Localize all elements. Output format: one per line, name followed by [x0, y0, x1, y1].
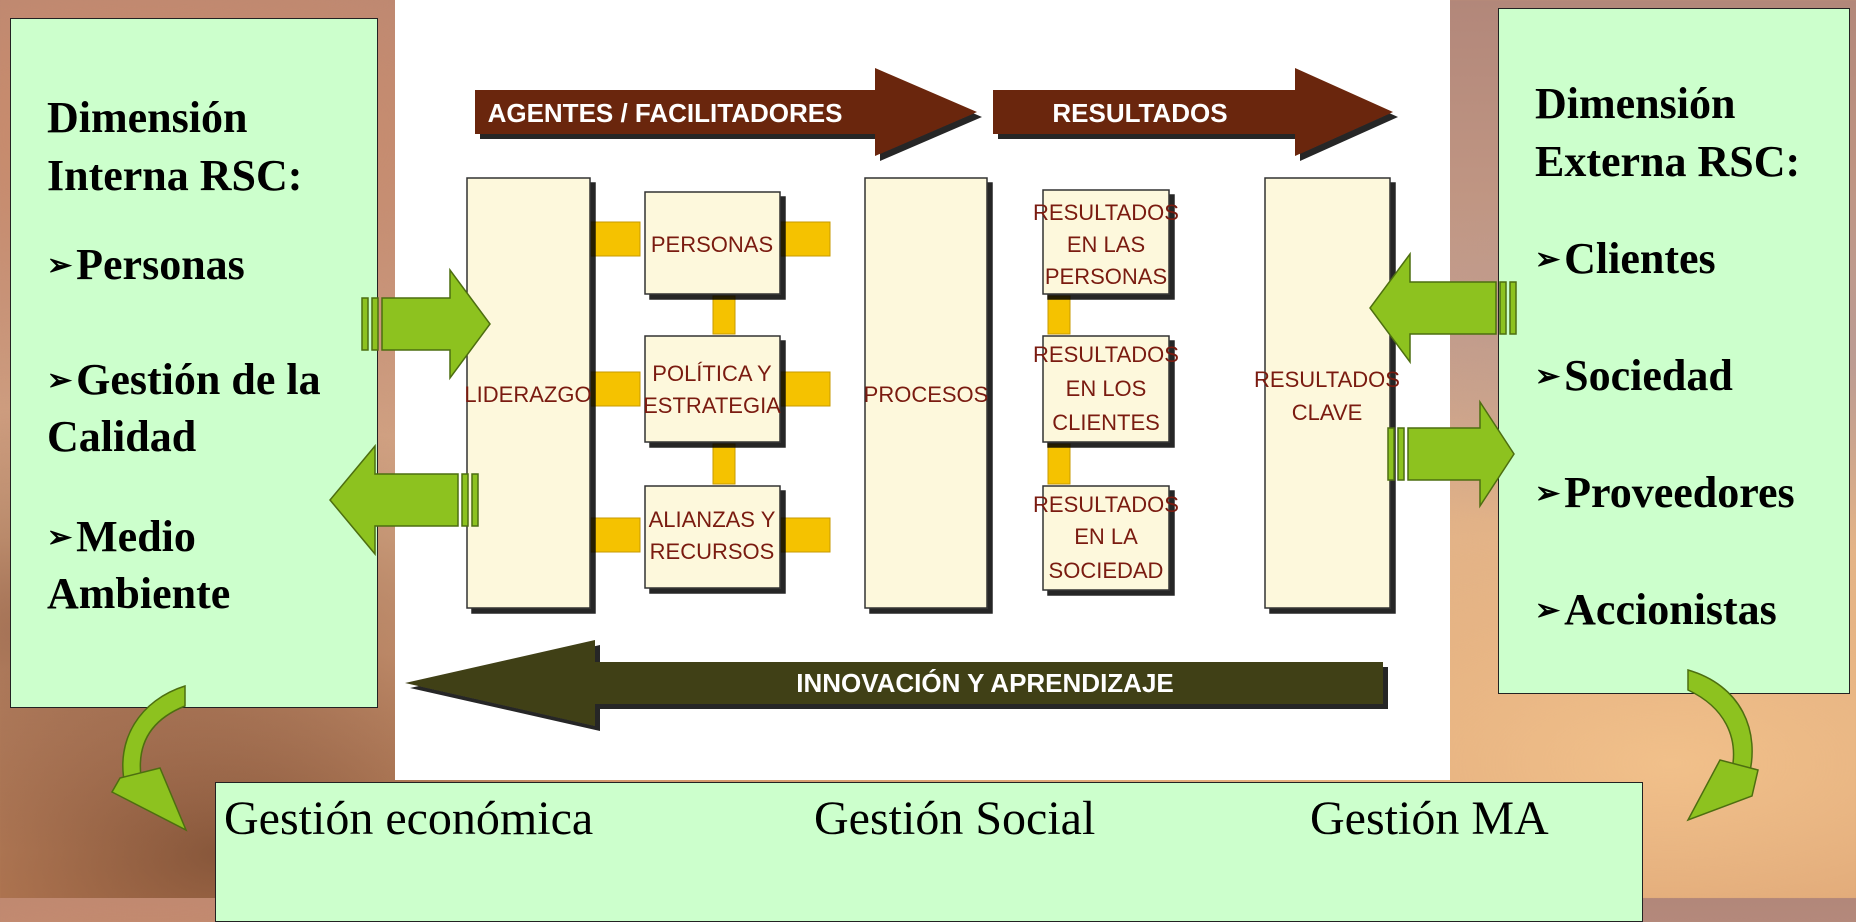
- arrow-bullet-icon: ➢: [1535, 243, 1561, 276]
- society-results-label-line1: RESULTADOS: [1033, 492, 1179, 517]
- list-item-label: Sociedad: [1564, 351, 1733, 400]
- people-results-label-line2: EN LAS: [1067, 232, 1145, 257]
- efqm-diagram-svg: AGENTES / FACILITADORES RESULTADOS: [405, 68, 1400, 726]
- boxes: [466, 177, 1391, 609]
- list-item-label: Accionistas: [1564, 585, 1777, 634]
- connector: [1047, 295, 1071, 335]
- processes-label: PROCESOS: [864, 382, 989, 407]
- alliances-label-line2: RECURSOS: [650, 539, 775, 564]
- list-item: ➢Proveedores: [1535, 465, 1849, 522]
- innovation-arrow-label: INNOVACIÓN Y APRENDIZAJE: [796, 668, 1174, 698]
- connector: [779, 221, 831, 257]
- policy-box: [644, 335, 781, 443]
- list-item-label: Medio: [76, 512, 196, 561]
- connector: [779, 517, 831, 553]
- connector: [1047, 443, 1071, 485]
- policy-label-line2: ESTRATEGIA: [643, 393, 781, 418]
- enablers-arrow-shape: [475, 68, 977, 156]
- arrow-bullet-icon: ➢: [1535, 360, 1561, 393]
- list-item: ➢Sociedad: [1535, 348, 1849, 405]
- enablers-arrow: AGENTES / FACILITADORES: [475, 68, 977, 156]
- arrow-bullet-icon: ➢: [47, 249, 73, 282]
- internal-title-line1: Dimensión: [47, 93, 248, 142]
- key-results-label-line1: RESULTADOS: [1254, 367, 1400, 392]
- connector: [712, 443, 736, 485]
- connector: [589, 517, 641, 553]
- internal-title-line2: Interna RSC:: [47, 151, 303, 200]
- connector: [779, 371, 831, 407]
- internal-dimension-panel: Dimensión Interna RSC: ➢Personas ➢Gestió…: [10, 18, 378, 708]
- results-arrow-label: RESULTADOS: [1052, 98, 1227, 128]
- list-item-label: Clientes: [1564, 234, 1716, 283]
- customer-results-label-line2: EN LOS: [1066, 376, 1147, 401]
- people-label: PERSONAS: [651, 232, 773, 257]
- customer-results-label-line1: RESULTADOS: [1033, 342, 1179, 367]
- list-item-label-cont: Ambiente: [47, 569, 231, 618]
- key-results-box: [1264, 177, 1391, 609]
- arrow-bullet-icon: ➢: [1535, 594, 1561, 627]
- list-item: ➢Medio Ambiente: [47, 509, 377, 622]
- people-results-label-line1: RESULTADOS: [1033, 200, 1179, 225]
- external-title-line1: Dimensión: [1535, 79, 1736, 128]
- internal-dimension-list: ➢Personas ➢Gestión de la Calidad ➢Medio …: [47, 237, 377, 622]
- results-arrow-shape: [993, 68, 1393, 156]
- list-item-label: Personas: [76, 240, 245, 289]
- alliances-label-line1: ALIANZAS Y: [649, 507, 776, 532]
- external-dimension-panel: Dimensión Externa RSC: ➢Clientes ➢Socied…: [1498, 8, 1850, 694]
- connector: [712, 295, 736, 335]
- external-dimension-list: ➢Clientes ➢Sociedad ➢Proveedores ➢Accion…: [1535, 231, 1849, 639]
- list-item: ➢Clientes: [1535, 231, 1849, 288]
- list-item: ➢Personas: [47, 237, 377, 294]
- arrow-bullet-icon: ➢: [1535, 477, 1561, 510]
- alliances-box: [644, 485, 781, 589]
- management-panel: Gestión económica Gestión Social Gestión…: [215, 782, 1643, 922]
- society-results-label-line3: SOCIEDAD: [1049, 558, 1164, 583]
- list-item: ➢Gestión de la Calidad: [47, 352, 377, 465]
- key-results-label-line2: CLAVE: [1292, 400, 1363, 425]
- people-results-label-line3: PERSONAS: [1045, 264, 1167, 289]
- arrow-bullet-icon: ➢: [47, 521, 73, 554]
- economic-management-label: Gestión económica: [224, 792, 594, 845]
- external-dimension-title: Dimensión Externa RSC:: [1535, 75, 1849, 191]
- customer-results-box: [1042, 335, 1170, 443]
- society-results-box: [1042, 485, 1170, 591]
- innovation-arrow-shape: [405, 640, 1383, 726]
- people-box: [644, 191, 781, 295]
- customer-results-label-line3: CLIENTES: [1052, 410, 1160, 435]
- environmental-management-label: Gestión MA: [1310, 792, 1549, 845]
- social-management-label: Gestión Social: [814, 792, 1096, 845]
- leadership-box: [466, 177, 591, 609]
- society-results-label-line2: EN LA: [1074, 524, 1138, 549]
- arrow-bullet-icon: ➢: [47, 364, 73, 397]
- list-item-label: Proveedores: [1564, 468, 1795, 517]
- leadership-label: LIDERAZGO: [464, 382, 591, 407]
- internal-dimension-title: Dimensión Interna RSC:: [47, 89, 377, 205]
- efqm-diagram: AGENTES / FACILITADORES RESULTADOS: [395, 0, 1450, 780]
- results-arrow: RESULTADOS: [993, 68, 1393, 156]
- innovation-arrow: INNOVACIÓN Y APRENDIZAJE: [405, 640, 1383, 726]
- list-item-label: Gestión de la: [76, 355, 321, 404]
- box-labels: LIDERAZGO PERSONAS POLÍTICA Y ESTRATEGIA…: [464, 200, 1400, 583]
- enablers-arrow-label: AGENTES / FACILITADORES: [488, 98, 843, 128]
- list-item: ➢Accionistas: [1535, 582, 1849, 639]
- processes-box: [864, 177, 988, 609]
- external-title-line2: Externa RSC:: [1535, 137, 1801, 186]
- connector: [589, 371, 641, 407]
- list-item-label-cont: Calidad: [47, 412, 197, 461]
- connector: [589, 221, 641, 257]
- policy-label-line1: POLÍTICA Y: [652, 361, 772, 386]
- people-results-box: [1042, 189, 1170, 295]
